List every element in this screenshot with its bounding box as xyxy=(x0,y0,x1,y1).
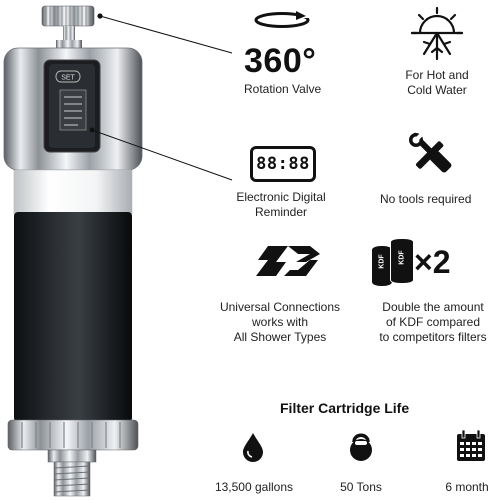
kdf-multiplier: ×2 xyxy=(414,244,451,280)
cartridge-life-title: Filter Cartridge Life xyxy=(280,400,410,416)
reminder-line-1: Electronic Digital xyxy=(236,190,326,204)
knurled-knob[interactable] xyxy=(41,5,95,27)
kdf-badge-1: KDF xyxy=(378,254,386,269)
universal-line-2: works with xyxy=(251,315,308,329)
kdf-cylinders-icon: KDF KDF xyxy=(372,238,414,286)
kdf-line-2: of KDF compared xyxy=(385,315,481,329)
wrench-screwdriver-icon xyxy=(409,132,452,173)
kdf-caption: Double the amount of KDF compared to com… xyxy=(366,300,500,345)
set-label: SET xyxy=(61,75,75,82)
cartridge-life-gallons: 13,500 gallons xyxy=(214,480,294,494)
kdf-badge-2: KDF xyxy=(398,250,406,265)
digital-display-panel: SET xyxy=(43,59,101,153)
chrome-base xyxy=(7,419,139,463)
reminder-caption: Electronic Digital Reminder xyxy=(228,190,334,220)
no-tools-caption: No tools required xyxy=(380,192,472,206)
kdf-line-1: Double the amount xyxy=(382,300,484,314)
rotation-degree-text: 360° xyxy=(244,42,317,80)
water-drop-icon xyxy=(243,433,263,462)
digital-clock-icon: 88:88 xyxy=(250,146,316,182)
hot-cold-line-1: For Hot and xyxy=(405,68,469,82)
cartridge-life-tons: 50 Tons xyxy=(340,480,382,494)
universal-line-3: All Shower Types xyxy=(233,330,327,344)
rotation-caption: Rotation Valve xyxy=(244,82,322,96)
rotation-arrow-icon xyxy=(254,11,310,28)
shower-filter-product: SET xyxy=(3,5,143,497)
white-collar xyxy=(13,169,133,215)
sun-snowflake-icon xyxy=(410,6,464,61)
kdf-cylinder-1 xyxy=(372,246,392,286)
universal-caption: Universal Connections works with All Sho… xyxy=(210,300,350,345)
cartridge-life-months: 6 month xyxy=(445,480,489,494)
threaded-connector xyxy=(53,461,91,497)
hot-cold-caption: For Hot and Cold Water xyxy=(385,68,489,98)
universal-connection-icon xyxy=(256,246,320,276)
reminder-line-2: Reminder xyxy=(254,205,308,219)
digital-clock-digits: 88:88 xyxy=(256,154,310,174)
kdf-line-3: to competitors filters xyxy=(379,330,487,344)
black-filter-body xyxy=(14,212,132,422)
universal-line-1: Universal Connections xyxy=(219,300,341,314)
kettlebell-icon xyxy=(350,433,372,461)
calendar-icon xyxy=(457,430,485,461)
kdf-cylinder-2 xyxy=(390,238,414,284)
hot-cold-line-2: Cold Water xyxy=(407,83,467,97)
